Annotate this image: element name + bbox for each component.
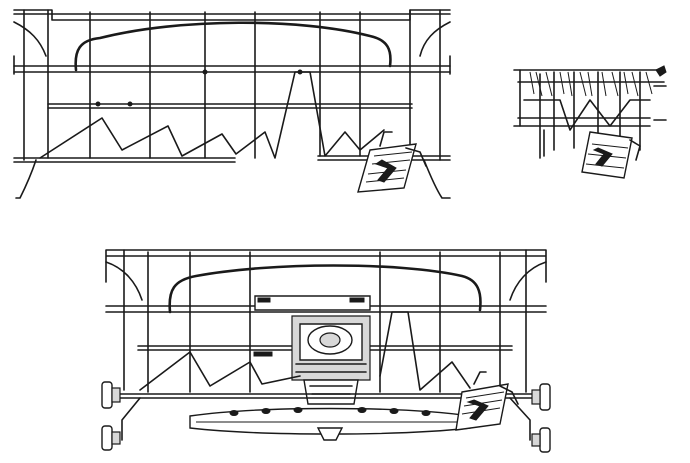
lower-cutlery-basket — [455, 371, 519, 431]
rack-weld-points — [95, 69, 303, 107]
rack-bottom-runners — [13, 155, 451, 163]
rack-front-view — [13, 9, 451, 199]
lower-rack-handle-arch — [168, 264, 482, 314]
rack-wheels — [101, 381, 551, 453]
lower-rack-side-hooks — [105, 261, 547, 301]
detail-cutlery-basket — [581, 131, 641, 179]
detail-feet — [543, 85, 667, 157]
rack-perspective-detail — [513, 65, 667, 179]
wash-motor-unit — [253, 295, 371, 405]
detail-tines — [529, 71, 653, 97]
rack-tine-zigzag — [39, 71, 385, 159]
spray-arm — [189, 407, 471, 441]
rack-horizontal-rails — [13, 65, 451, 109]
detail-corner-clip — [655, 65, 667, 77]
detail-frame — [513, 69, 665, 127]
rack-with-spray-arm — [101, 249, 551, 453]
lower-rack-tine-zigzag — [139, 311, 471, 391]
rack-posts — [23, 9, 441, 161]
lower-rack-legs — [121, 397, 531, 441]
rack-left-foot — [15, 159, 37, 199]
rack-side-hooks — [13, 21, 451, 75]
detail-zigzag — [523, 99, 651, 131]
cutlery-basket — [357, 131, 427, 193]
lower-rack-posts — [123, 249, 527, 393]
rack-frame — [13, 9, 451, 21]
rack-right-foot — [423, 159, 451, 199]
rack-handle-arch — [74, 21, 392, 72]
lower-rack-frame — [105, 249, 547, 283]
